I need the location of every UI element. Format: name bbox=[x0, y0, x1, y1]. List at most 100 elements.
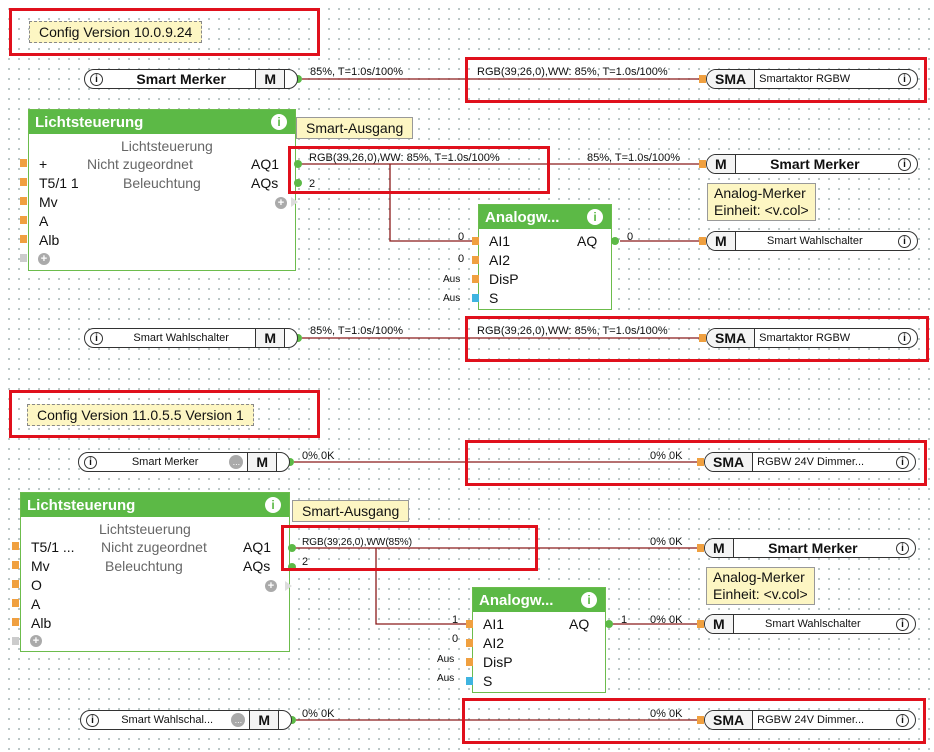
top-analog-out-val: 0 bbox=[627, 231, 634, 243]
bottom-smart-wahlschalter-output[interactable]: M Smart Wahlschalter i bbox=[704, 614, 916, 634]
bottom-analog-note-line1: Analog-Merker bbox=[713, 569, 805, 585]
bottom-analog-out-val: 1 bbox=[621, 614, 628, 626]
bottom-analog-merker-note: Analog-Merker Einheit: <v.col> bbox=[706, 567, 815, 605]
top-smart-wahlschalter-output[interactable]: M Smart Wahlschalter i bbox=[706, 231, 918, 251]
top-block-in-1[interactable]: T5/1 1 bbox=[39, 175, 79, 191]
info-icon[interactable]: i bbox=[90, 72, 103, 86]
top-sma-smartaktor-2[interactable]: SMA Smartaktor RGBW i bbox=[706, 328, 918, 348]
wire-top-aq1-to-analog[interactable] bbox=[389, 164, 474, 242]
port bbox=[12, 618, 19, 626]
port bbox=[20, 235, 27, 243]
bottom-analogwert-block[interactable]: Analogw... i AI1 AQ AI2 DisP S bbox=[472, 587, 606, 693]
bottom-smart-merker-output[interactable]: M Smart Merker i bbox=[704, 538, 916, 558]
top-sma2-name: Smartaktor RGBW bbox=[759, 332, 851, 344]
top-sma2-tag: SMA bbox=[707, 329, 756, 347]
bottom-analog-in-2[interactable]: DisP bbox=[483, 654, 513, 670]
info-icon[interactable]: i bbox=[898, 331, 911, 345]
info-icon[interactable]: i bbox=[896, 617, 909, 631]
top-analog-out[interactable]: AQ bbox=[577, 233, 598, 249]
top-block-in-0[interactable]: + bbox=[39, 156, 48, 172]
top-analog-in-2[interactable]: DisP bbox=[489, 271, 519, 287]
port bbox=[285, 581, 292, 591]
top-analog-in-0[interactable]: AI1 bbox=[489, 233, 511, 249]
top-analog-in-1[interactable]: AI2 bbox=[489, 252, 511, 268]
bottom-smart-wahlschalter-input[interactable]: i Smart Wahlschal... ... M bbox=[80, 710, 292, 730]
port bbox=[294, 160, 302, 168]
bottom-block-mid-1: Beleuchtung bbox=[105, 558, 183, 574]
top-smart-wahlschalter-input[interactable]: i Smart Wahlschalter M bbox=[84, 328, 298, 348]
info-icon[interactable]: i bbox=[86, 713, 99, 727]
bottom-block-in-1[interactable]: Mv bbox=[31, 558, 50, 574]
add-output-icon[interactable]: + bbox=[275, 197, 287, 209]
info-icon[interactable]: i bbox=[896, 455, 909, 469]
top-merker-out-value: 85%, T=1.0s/100% bbox=[587, 152, 681, 164]
top-block-in-4[interactable]: Alb bbox=[39, 232, 60, 248]
bottom-block-in-4[interactable]: Alb bbox=[31, 615, 52, 631]
info-icon[interactable]: i bbox=[587, 209, 603, 225]
info-icon[interactable]: i bbox=[898, 234, 911, 248]
top-smart-ausgang-note: Smart-Ausgang bbox=[296, 117, 414, 139]
bottom-analog-in-1[interactable]: AI2 bbox=[483, 635, 505, 651]
port bbox=[466, 677, 473, 685]
add-input-icon[interactable]: + bbox=[30, 635, 42, 647]
info-icon[interactable]: i bbox=[90, 331, 103, 345]
port bbox=[291, 197, 298, 207]
bottom-block-in-3[interactable]: A bbox=[31, 596, 41, 612]
port bbox=[20, 159, 27, 167]
info-icon[interactable]: i bbox=[896, 713, 909, 727]
bottom-analog-in-val-0: 1 bbox=[452, 614, 459, 626]
bottom-analog-in-0[interactable]: AI1 bbox=[483, 616, 505, 632]
top-block-in-3[interactable]: A bbox=[39, 213, 49, 229]
bottom-aq1-value: RGB(39,26,0),WW(85%) bbox=[302, 537, 413, 548]
bottom-block-out-0[interactable]: AQ1 bbox=[243, 539, 272, 555]
top-version-label: Config Version 10.0.9.24 bbox=[29, 21, 203, 43]
info-icon[interactable]: i bbox=[84, 455, 97, 469]
bottom-lichtsteuerung-block[interactable]: Lichtsteuerung i Lichtsteuerung T5/1 ...… bbox=[20, 492, 290, 652]
top-block-mid-1: Beleuchtung bbox=[123, 175, 201, 191]
top-merker-in-tag: M bbox=[255, 70, 285, 88]
info-icon[interactable]: i bbox=[896, 541, 909, 555]
info-icon[interactable]: i bbox=[271, 114, 287, 130]
top-analog-in-val-2: Aus bbox=[443, 274, 461, 285]
bottom-analog-out[interactable]: AQ bbox=[569, 616, 590, 632]
top-sma1-tag: SMA bbox=[707, 70, 756, 88]
top-smart-merker-output[interactable]: M Smart Merker i bbox=[706, 154, 918, 174]
more-icon[interactable]: ... bbox=[231, 713, 246, 727]
bottom-analog-in-3[interactable]: S bbox=[483, 673, 493, 689]
top-block-out-1[interactable]: AQs bbox=[251, 175, 279, 191]
add-output-icon[interactable]: + bbox=[265, 580, 277, 592]
bottom-analog-in-val-1: 0 bbox=[452, 633, 459, 645]
more-icon[interactable]: ... bbox=[229, 455, 244, 469]
top-analog-in-3[interactable]: S bbox=[489, 290, 499, 306]
info-icon[interactable]: i bbox=[581, 592, 597, 608]
bottom-version-label: Config Version 11.0.5.5 Version 1 bbox=[27, 404, 254, 426]
top-analogwert-block[interactable]: Analogw... i AI1 AQ AI2 DisP S bbox=[478, 204, 612, 310]
bottom-sma-dimmer-2[interactable]: SMA RGBW 24V Dimmer... i bbox=[704, 710, 916, 730]
port bbox=[472, 275, 479, 283]
bottom-block-out-1[interactable]: AQs bbox=[243, 558, 271, 574]
top-lichtsteuerung-block[interactable]: Lichtsteuerung i Lichtsteuerung + Nicht … bbox=[28, 109, 296, 271]
top-sma1-highlight bbox=[465, 57, 927, 103]
bottom-smart-merker-input[interactable]: i Smart Merker ... M bbox=[78, 452, 290, 472]
bottom-block-title: Lichtsteuerung bbox=[27, 496, 136, 514]
top-block-out-0[interactable]: AQ1 bbox=[251, 156, 280, 172]
info-icon[interactable]: i bbox=[898, 72, 911, 86]
add-input-icon[interactable]: + bbox=[38, 253, 50, 265]
top-block-subtitle: Lichtsteuerung bbox=[121, 138, 213, 154]
port bbox=[20, 216, 27, 224]
wire-bottom-aq1-to-analog[interactable] bbox=[375, 548, 470, 625]
bottom-sma-dimmer-1[interactable]: SMA RGBW 24V Dimmer... i bbox=[704, 452, 916, 472]
bottom-block-in-2[interactable]: O bbox=[31, 577, 42, 593]
bottom-merker-out-value: 0% 0K bbox=[650, 536, 683, 548]
bottom-sma2-tag: SMA bbox=[705, 711, 754, 729]
top-sma-smartaktor-1[interactable]: SMA Smartaktor RGBW i bbox=[706, 69, 918, 89]
top-block-in-2[interactable]: Mv bbox=[39, 194, 58, 210]
top-aq1-value: RGB(39,26,0),WW: 85%, T=1.0s/100% bbox=[309, 152, 500, 164]
bottom-block-in-0[interactable]: T5/1 ... bbox=[31, 539, 75, 555]
bottom-analog-title: Analogw... bbox=[479, 591, 554, 609]
port bbox=[605, 620, 613, 628]
top-smart-merker-input[interactable]: i Smart Merker M bbox=[84, 69, 298, 89]
info-icon[interactable]: i bbox=[898, 157, 911, 171]
top-wahl-in-tag: M bbox=[255, 329, 285, 347]
info-icon[interactable]: i bbox=[265, 497, 281, 513]
